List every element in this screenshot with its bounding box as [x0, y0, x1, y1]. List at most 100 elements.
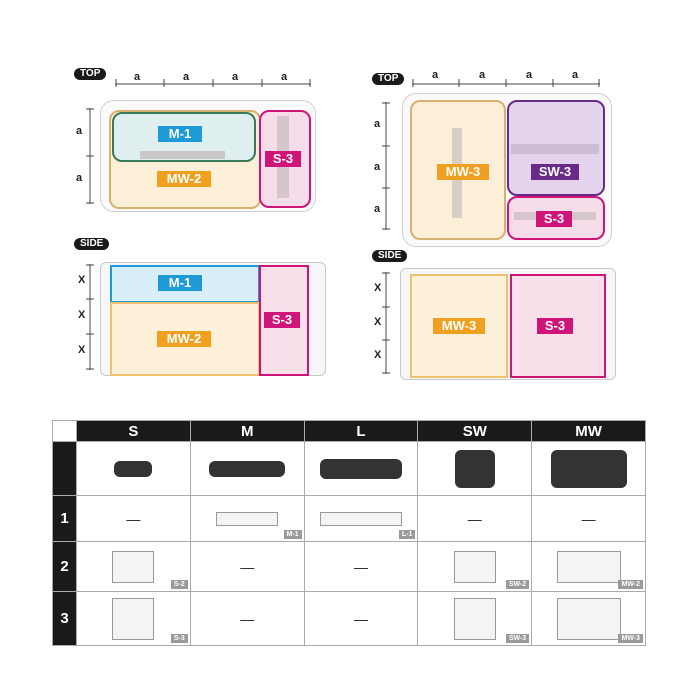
- left-top-dim-3: a: [232, 71, 239, 83]
- cell-3-sw: SW-3: [417, 591, 533, 646]
- row-header-3: 3: [52, 591, 77, 646]
- row-header-1: 1: [52, 495, 77, 542]
- left-side-dim-line: [86, 264, 94, 370]
- s3r-side-label: S-3: [537, 318, 573, 334]
- row-header-blank: [52, 441, 77, 496]
- tag-s2: S-2: [170, 580, 188, 589]
- m1-side-label: M-1: [158, 275, 202, 291]
- tag-mw3: MW-3: [618, 634, 643, 643]
- cell-1-mw: —: [531, 495, 646, 542]
- sw3-top-label: SW-3: [531, 164, 579, 180]
- left-top-dim-4: a: [281, 71, 288, 83]
- right-side-dim-line: [382, 272, 390, 374]
- size-table: S M L SW MW 1 — M-1 L-1 — — 2 S-2 — — SW…: [52, 420, 646, 646]
- cell-top-l: [303, 441, 419, 496]
- box-s2: [112, 550, 155, 583]
- table-corner: [52, 420, 77, 442]
- cell-1-s: —: [76, 495, 191, 542]
- mw2-top-label: MW-2: [157, 171, 211, 187]
- left-side-dim-2: X: [78, 309, 86, 321]
- left-side-dim-1: X: [78, 274, 86, 286]
- mw2-side-box: [110, 302, 260, 376]
- box-m1: [216, 511, 279, 526]
- box-l1: [319, 511, 402, 526]
- left-top-dim-line: [115, 79, 311, 87]
- cell-top-sw: [417, 441, 533, 496]
- box-sw3: [453, 597, 496, 640]
- col-header-s: S: [76, 420, 191, 442]
- lid-m: [209, 460, 286, 477]
- sw3-handle: [511, 144, 599, 154]
- mw2-side-label: MW-2: [157, 331, 211, 347]
- left-top-vdim-line: [86, 108, 94, 204]
- dash-1-sw: —: [467, 510, 482, 527]
- left-top-vdim-2: a: [76, 172, 83, 184]
- dash-3-m: —: [240, 610, 255, 627]
- cell-3-mw: MW-3: [531, 591, 646, 646]
- lid-l: [319, 458, 402, 479]
- dash-1-s: —: [126, 510, 141, 527]
- cell-1-l: L-1: [303, 495, 419, 542]
- mw3-side-label: MW-3: [433, 318, 485, 334]
- right-side-dim-1: X: [374, 282, 382, 294]
- right-top-dim-2: a: [479, 69, 486, 81]
- cell-2-m: —: [189, 541, 305, 592]
- cell-1-m: M-1: [189, 495, 305, 542]
- dash-2-l: —: [353, 558, 368, 575]
- tag-sw2: SW-2: [505, 580, 530, 589]
- s3-top-label: S-3: [265, 151, 301, 167]
- left-side-label: SIDE: [74, 238, 110, 250]
- lid-s: [114, 460, 153, 477]
- cell-1-sw: —: [417, 495, 533, 542]
- col-header-sw: SW: [417, 420, 533, 442]
- tag-s3: S-3: [170, 634, 188, 643]
- right-top-dim-4: a: [572, 69, 579, 81]
- col-header-m: M: [189, 420, 305, 442]
- left-side-dim-3: X: [78, 344, 86, 356]
- box-mw2: [556, 550, 621, 583]
- box-mw3: [556, 597, 621, 640]
- cell-2-l: —: [303, 541, 419, 592]
- col-header-mw: MW: [531, 420, 646, 442]
- cell-top-s: [76, 441, 191, 496]
- s3r-top-label: S-3: [536, 211, 572, 227]
- right-side-dim-2: X: [374, 316, 382, 328]
- col-header-l: L: [303, 420, 419, 442]
- left-top-vdim-1: a: [76, 125, 83, 137]
- cell-2-mw: MW-2: [531, 541, 646, 592]
- right-side-label: SIDE: [372, 250, 408, 262]
- lid-sw: [454, 449, 495, 488]
- dash-3-l: —: [353, 610, 368, 627]
- tag-l1: L-1: [398, 530, 416, 539]
- dash-2-m: —: [240, 558, 255, 575]
- s3-side-label: S-3: [264, 312, 300, 328]
- cell-2-s: S-2: [76, 541, 191, 592]
- box-sw2: [453, 550, 496, 583]
- dash-1-mw: —: [581, 510, 596, 527]
- tag-mw2: MW-2: [618, 580, 643, 589]
- left-top-label: TOP: [74, 68, 107, 80]
- box-s3: [112, 597, 155, 640]
- m1-top-label: M-1: [158, 126, 202, 142]
- left-top-dim-1: a: [134, 71, 141, 83]
- right-top-dim-line: [412, 79, 600, 87]
- mw3-top-label: MW-3: [437, 164, 489, 180]
- right-top-dim-1: a: [432, 69, 439, 81]
- tag-sw3: SW-3: [505, 634, 530, 643]
- cell-3-s: S-3: [76, 591, 191, 646]
- right-top-vdim-1: a: [374, 118, 381, 130]
- cell-top-m: [189, 441, 305, 496]
- left-top-dim-2: a: [183, 71, 190, 83]
- right-top-label: TOP: [372, 73, 405, 85]
- m1-handle: [140, 151, 225, 159]
- lid-mw: [550, 449, 627, 488]
- right-top-vdim-3: a: [374, 203, 381, 215]
- right-top-dim-3: a: [526, 69, 533, 81]
- row-header-2: 2: [52, 541, 77, 592]
- right-top-vdim-line: [382, 102, 390, 230]
- cell-top-mw: [531, 441, 646, 496]
- cell-3-l: —: [303, 591, 419, 646]
- cell-3-m: —: [189, 591, 305, 646]
- right-top-vdim-2: a: [374, 161, 381, 173]
- right-side-dim-3: X: [374, 349, 382, 361]
